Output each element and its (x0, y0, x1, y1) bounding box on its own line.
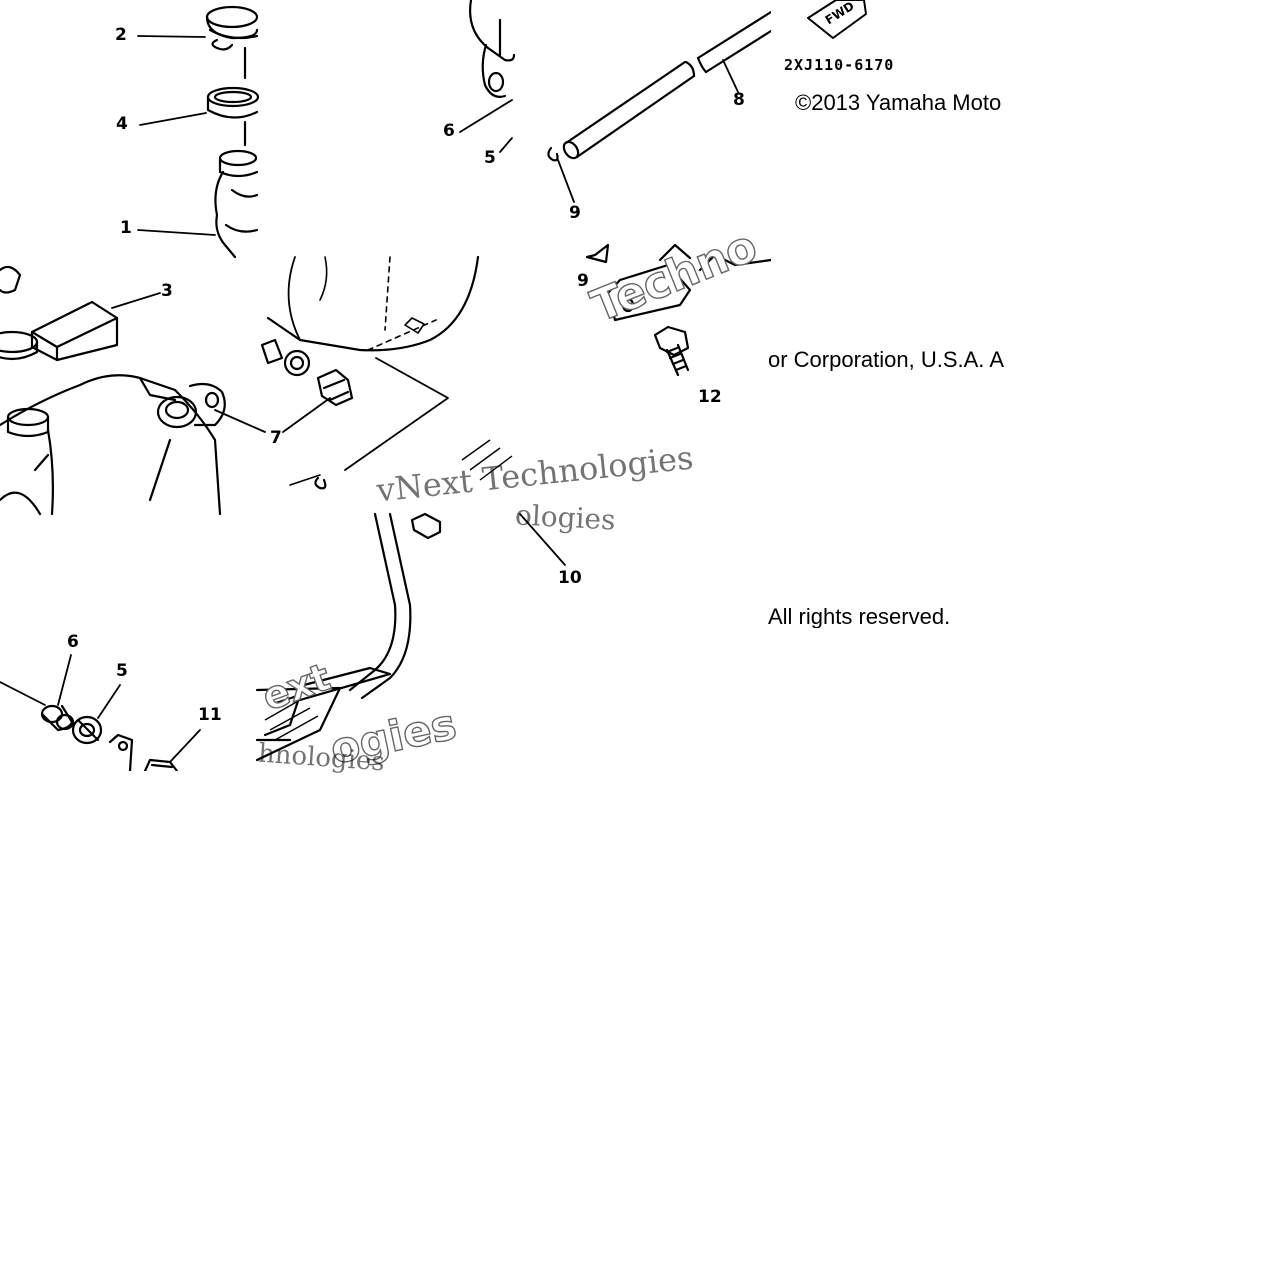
callout-6-b: 6 (67, 632, 79, 652)
grommet (156, 382, 226, 429)
tank-pad (30, 300, 119, 362)
hose-clip (547, 146, 559, 162)
damper (260, 338, 311, 377)
leader-6b (57, 654, 72, 706)
copyright-line-3: All rights reserved. (768, 606, 951, 628)
fwd-arrow-icon (807, 0, 867, 39)
callout-11: 11 (198, 705, 222, 725)
leader-10 (519, 513, 566, 566)
callout-5: 5 (484, 148, 496, 168)
callout-2: 2 (115, 25, 127, 45)
tank-side (469, 0, 516, 62)
collar-6 (40, 704, 75, 732)
cap-ring (206, 86, 260, 119)
copyright-line-2: or Corporation, U.S.A. A (768, 349, 1004, 371)
leader-4 (139, 112, 207, 126)
copyright-line-1: ©2013 Yamaha Moto (795, 92, 1002, 114)
callout-4: 4 (116, 114, 128, 134)
bracket-plate (108, 733, 134, 773)
callout-1: 1 (120, 218, 132, 238)
tank-neck (214, 149, 259, 259)
callout-7: 7 (270, 428, 282, 448)
leader-6 (459, 99, 513, 133)
leader-5b (97, 684, 121, 719)
bolt-12 (653, 325, 690, 377)
bolt-7 (316, 368, 354, 407)
leader-3 (111, 292, 161, 309)
callout-9-b: 9 (577, 271, 589, 291)
leader-2 (137, 35, 206, 38)
leader-7 (214, 409, 266, 433)
callout-10: 10 (558, 568, 582, 588)
callout-6: 6 (443, 121, 455, 141)
breather-hose (562, 10, 773, 160)
leader-11 (169, 729, 201, 763)
bolt-10 (410, 512, 442, 540)
callout-12: 12 (698, 387, 722, 407)
fuel-tank-body (0, 265, 222, 516)
watermark-fragment-ologies: ologies (514, 498, 617, 537)
callout-5-b: 5 (116, 661, 128, 681)
drawing-code: 2XJ110-6170 (784, 56, 895, 74)
mount-bracket (585, 243, 773, 322)
callout-3: 3 (161, 281, 173, 301)
leader-8 (722, 59, 739, 93)
leader-5 (499, 137, 513, 153)
damper-5 (71, 715, 103, 745)
callout-8: 8 (733, 90, 745, 110)
leader-9 (557, 159, 575, 203)
leader-1 (137, 229, 216, 236)
fuel-cap (205, 5, 259, 51)
callout-9: 9 (569, 203, 581, 223)
tank-outline (266, 255, 480, 352)
frame-rail (255, 512, 412, 762)
bolt-11 (143, 758, 179, 773)
